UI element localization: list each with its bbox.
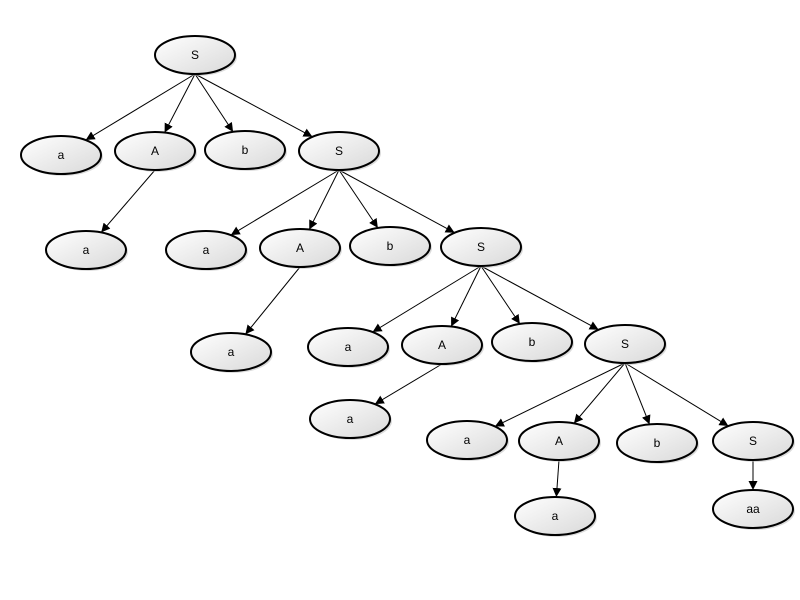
tree-node: b <box>616 423 699 464</box>
node-ellipse <box>584 324 666 364</box>
node-ellipse <box>426 420 508 460</box>
tree-node: b <box>349 226 432 267</box>
node-label: a <box>345 340 352 354</box>
edge-n0-to-n2 <box>164 73 196 133</box>
node-label: b <box>242 143 249 157</box>
node-label: A <box>555 434 563 448</box>
node-label: b <box>387 239 394 253</box>
edge-n9-to-n13 <box>480 265 521 325</box>
edges-layer <box>85 73 758 498</box>
node-label: S <box>749 434 757 448</box>
node-ellipse <box>491 322 573 362</box>
node-ellipse <box>307 327 389 367</box>
node-ellipse <box>190 332 272 372</box>
node-ellipse <box>712 489 794 529</box>
node-label: a <box>58 148 65 162</box>
tree-node: a <box>514 496 597 537</box>
edge-n9-to-n12 <box>450 265 482 327</box>
tree-node: a <box>190 332 273 373</box>
node-label: S <box>191 48 199 62</box>
tree-node: b <box>204 130 287 171</box>
node-label: S <box>335 144 343 158</box>
node-ellipse <box>514 496 596 536</box>
edge-n0-to-n4 <box>194 73 313 138</box>
node-label: a <box>347 412 354 426</box>
node-label: a <box>552 509 559 523</box>
tree-node: S <box>154 35 237 76</box>
node-ellipse <box>440 227 522 267</box>
tree-node: a <box>45 230 128 271</box>
tree-node: b <box>491 322 574 363</box>
node-ellipse <box>154 35 236 75</box>
node-ellipse <box>401 325 483 365</box>
tree-node: S <box>584 324 667 365</box>
tree-node: S <box>440 227 523 268</box>
edge-n4-to-n7 <box>308 169 340 230</box>
edge-n14-to-n16 <box>494 362 626 427</box>
edge-n12-to-n15 <box>374 363 443 405</box>
edge-n4-to-n9 <box>338 169 455 234</box>
edge-n17-to-n20 <box>552 459 562 498</box>
node-label: a <box>228 345 235 359</box>
edge-n14-to-n18 <box>624 362 651 425</box>
node-label: A <box>438 338 446 352</box>
node-label: aa <box>746 502 760 516</box>
node-ellipse <box>45 230 127 270</box>
node-ellipse <box>114 131 196 171</box>
node-label: S <box>621 337 629 351</box>
node-label: A <box>296 241 304 255</box>
tree-node: A <box>114 131 197 172</box>
node-label: a <box>83 243 90 257</box>
edge-n4-to-n6 <box>230 169 340 236</box>
node-ellipse <box>712 421 794 461</box>
node-ellipse <box>616 423 698 463</box>
tree-node: A <box>259 228 342 269</box>
edge-n14-to-n19 <box>624 362 729 427</box>
tree-node: a <box>309 399 392 440</box>
node-ellipse <box>309 399 391 439</box>
edge-n0-to-n3 <box>194 73 234 133</box>
node-ellipse <box>20 135 102 175</box>
node-label: b <box>654 436 661 450</box>
tree-node: A <box>401 325 484 366</box>
tree-node: a <box>20 135 103 176</box>
tree-node: a <box>307 327 390 368</box>
tree-node: a <box>165 230 248 271</box>
node-label: b <box>529 335 536 349</box>
node-ellipse <box>349 226 431 266</box>
node-ellipse <box>518 421 600 461</box>
edge-n2-to-n5 <box>100 169 156 233</box>
edge-n0-to-n1 <box>85 73 196 141</box>
node-label: S <box>477 240 485 254</box>
tree-node: a <box>426 420 509 461</box>
tree-node: S <box>712 421 795 462</box>
node-label: a <box>464 433 471 447</box>
edge-n7-to-n10 <box>245 266 301 335</box>
node-ellipse <box>204 130 286 170</box>
tree-node: S <box>298 131 381 172</box>
tree-node: aa <box>712 489 795 530</box>
edge-n9-to-n14 <box>480 265 599 331</box>
node-ellipse <box>298 131 380 171</box>
edge-n9-to-n11 <box>372 265 482 333</box>
node-ellipse <box>259 228 341 268</box>
tree-node: A <box>518 421 601 462</box>
edge-n14-to-n17 <box>573 362 626 424</box>
node-ellipse <box>165 230 247 270</box>
node-label: a <box>203 243 210 257</box>
node-label: A <box>151 144 159 158</box>
edge-n4-to-n8 <box>338 169 379 229</box>
